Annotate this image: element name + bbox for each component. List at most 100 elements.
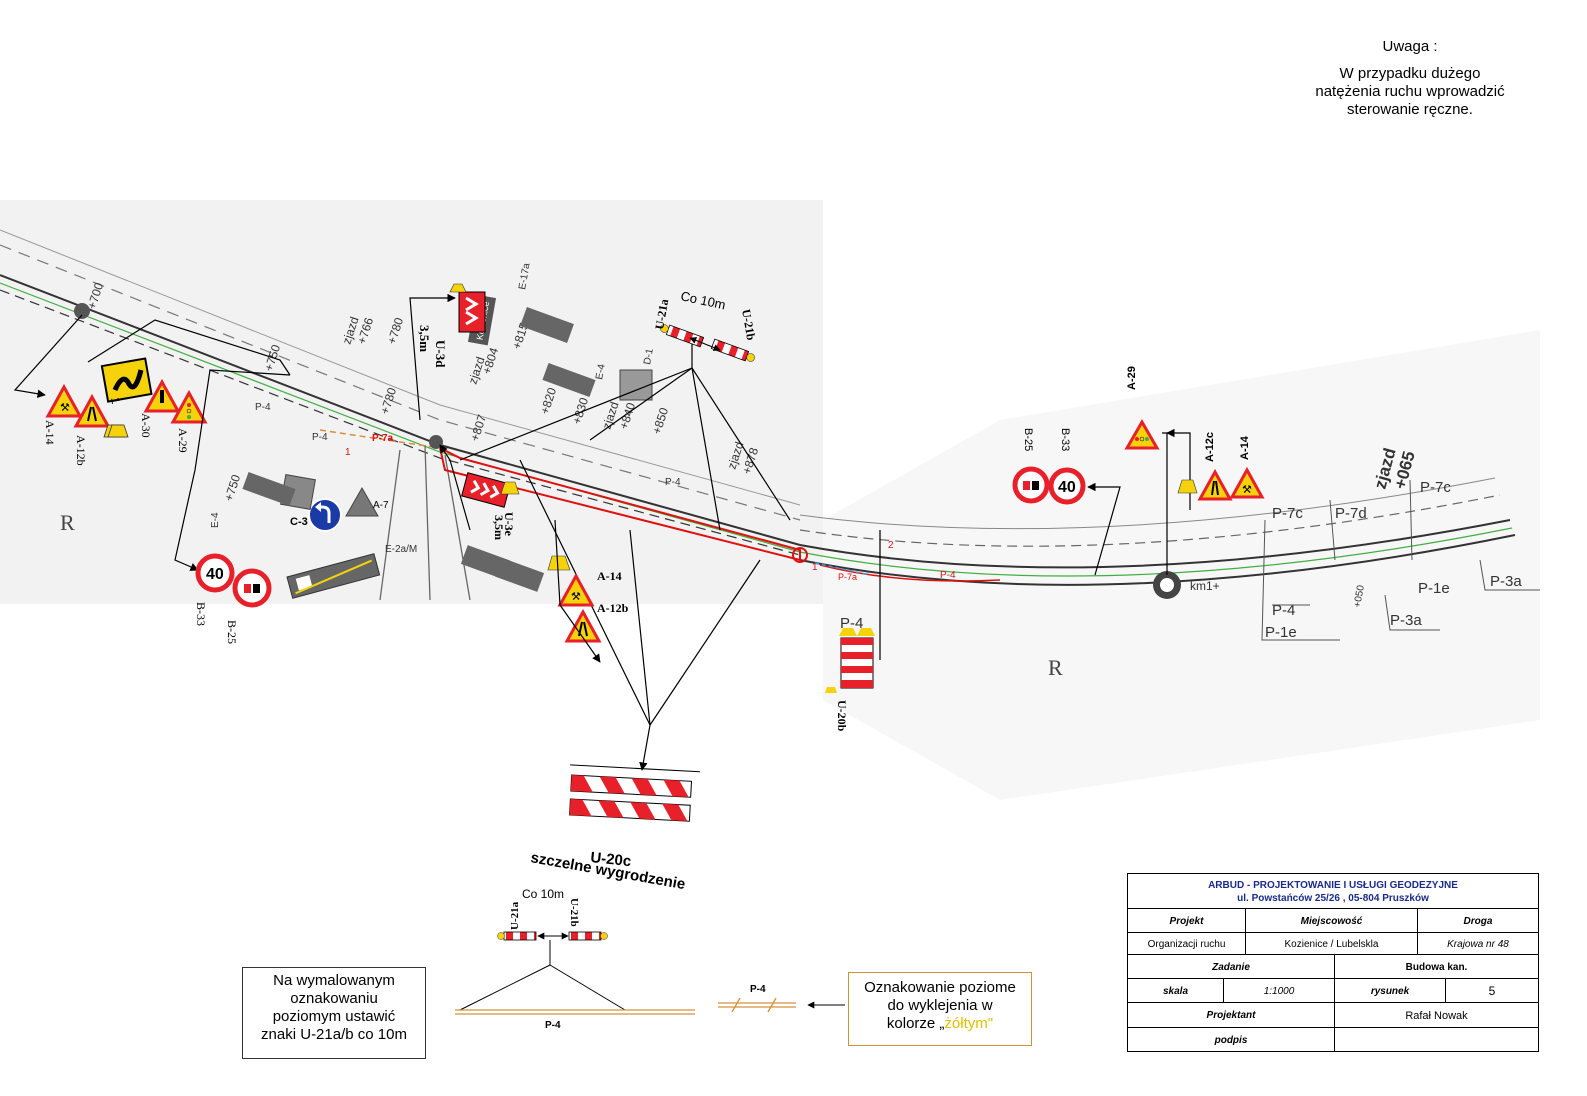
note-right-color-prefix: kolorze „ [886, 1015, 945, 1032]
lamp-u3e [500, 481, 520, 495]
label-p4-sample: P-4 [750, 984, 766, 995]
company-address: ul. Powstańców 25/26 , 05-804 Pruszków [1237, 893, 1429, 904]
road-right [799, 477, 1516, 586]
e4b-label: E-4 [594, 363, 608, 381]
label-a30: A-30 [139, 413, 153, 438]
p7c-label-2: P-7c [1420, 479, 1451, 496]
drawing-title-block: ARBUD - PROJEKTOWANIE I USŁUGI GEODEZYJN… [1127, 873, 1539, 1052]
sign-b33-right: 40 [1048, 467, 1086, 505]
sign-u3e [461, 472, 511, 508]
sign-a7 [345, 486, 379, 517]
warning-line-1: W przypadku dużego [1339, 65, 1481, 82]
svg-text:⚒: ⚒ [571, 591, 581, 603]
sign-u20c [569, 764, 701, 822]
manhole-3 [792, 547, 808, 563]
svg-text:⚒: ⚒ [60, 402, 70, 414]
p4-red-label: P-4 [940, 570, 956, 581]
sign-a14-right: ⚒ [1229, 466, 1265, 499]
grey-sign-plate-4 [520, 307, 574, 343]
marker-n1: 1 [812, 562, 818, 573]
header-rysunek: rysunek [1334, 979, 1445, 1003]
title-row-headers: Projekt Miejscowość Droga [1128, 908, 1538, 933]
label-a29: A-29 [176, 428, 190, 453]
header-zadanie: Zadanie [1212, 961, 1250, 973]
value-projekt: Organizacji ruchu [1147, 938, 1226, 950]
label-a12b: A-12b [74, 435, 88, 466]
num1-label: 1 [345, 447, 351, 458]
p4-label-right-1: P-4 [1272, 602, 1295, 619]
work-zone-outline [438, 446, 801, 562]
scan-area-right [823, 330, 1540, 800]
note-right-color-word: żółtym [944, 1015, 988, 1032]
label-c3: C-3 [290, 516, 308, 528]
sign-a29-left [143, 378, 181, 413]
value-rysunek: 5 [1445, 979, 1538, 1003]
right-marking-leaders [1261, 479, 1540, 641]
sign-c3 [308, 498, 342, 532]
grey-sign-plate-5 [542, 362, 596, 398]
p3a-label: P-3a [1390, 612, 1422, 629]
left-sign-leaders [13, 314, 291, 571]
lamp-left-2 [107, 424, 129, 438]
p4-label-left-3: P-4 [665, 477, 681, 488]
e17a-label: E-17a [517, 262, 533, 291]
p3a-label-2: P-3a [1490, 573, 1522, 590]
sign-u21b-top [710, 338, 755, 362]
company-name: ARBUD - PROJEKTOWANIE I USŁUGI GEODEZYJN… [1208, 880, 1458, 891]
leader-a12b-mid [554, 519, 601, 663]
p7a-orange-marking [319, 429, 441, 449]
warning-note: Uwaga : W przypadku dużego natężenia ruc… [1290, 38, 1530, 119]
label-u20b: U-20b [835, 700, 849, 732]
arrow-one: 1 [108, 396, 123, 405]
title-row-projektant: Projektant Rafał Nowak [1128, 1002, 1538, 1028]
header-projekt: Projekt [1169, 915, 1204, 927]
title-row-podpis: podpis [1128, 1027, 1538, 1052]
sign-a12b-mid [564, 608, 602, 643]
warning-line-3: sterowanie ręczne. [1347, 101, 1473, 118]
zone-r-left: R [60, 510, 75, 535]
sign-u21b-bottom [568, 931, 608, 941]
note-u21-placement: Na wymalowanym oznakowaniu poziomym usta… [242, 967, 426, 1059]
note-right-line-3: kolorze „żółtym" [849, 1015, 1031, 1033]
header-projektant: Projektant [1206, 1010, 1256, 1021]
p7c-label: P-7c [1272, 505, 1303, 522]
label-a7: A-7 [373, 500, 389, 511]
warning-line-2: natężenia ruchu wprowadzić [1315, 83, 1505, 100]
value-zadanie: Budowa kan. [1334, 955, 1538, 979]
u21-fan-leaders [459, 344, 791, 531]
zone-r-right: R [1048, 655, 1063, 680]
svg-text:⚒: ⚒ [1242, 484, 1252, 496]
value-projektant: Rafał Nowak [1334, 1003, 1538, 1028]
e4-label: E-4 [210, 512, 221, 528]
label-b25-right: B-25 [1022, 428, 1034, 451]
label-a14: A-14 [43, 420, 57, 445]
note-right-line-2: do wyklejenia w [887, 997, 993, 1014]
note-right-color-suffix: " [987, 1015, 994, 1032]
p4-red-marking [819, 564, 1001, 582]
p1e-label-2: P-1e [1418, 580, 1450, 597]
grey-sign-plate-2 [619, 369, 653, 401]
note-left-line-4: znaki U-21a/b co 10m [261, 1026, 407, 1043]
header-podpis: podpis [1214, 1034, 1248, 1046]
label-u21a-top: U-21a [652, 298, 671, 331]
label-u3e-dist: 3,5m [492, 515, 506, 540]
note-left-line-2: oznakowaniu [290, 990, 378, 1007]
marker-n2: 2 [888, 540, 894, 551]
header-miejscowosc: Miejscowość [1245, 909, 1417, 933]
label-a14-mid: A-14 [597, 569, 622, 583]
sign-a12b-left [73, 393, 111, 428]
header-droga: Droga [1417, 909, 1538, 933]
label-u3d-dist: 3,5m [417, 325, 432, 352]
title-row-zadanie: Zadanie Budowa kan. [1128, 954, 1538, 979]
manhole-2 [429, 435, 443, 449]
title-row-values: Organizacji ruchu Kozienice / Lubelskla … [1128, 932, 1538, 955]
sign-u3d [449, 283, 486, 333]
label-u21a-bottom: U-21a [509, 901, 521, 930]
lamp-mid [547, 555, 571, 571]
label-p4-bottom: P-4 [545, 1020, 561, 1031]
side-roads [379, 444, 471, 601]
note-left-line-3: poziomym ustawić [272, 1008, 396, 1025]
co10m-arrow-top [689, 337, 721, 351]
note-left-line-1: Na wymalowanym [273, 972, 395, 989]
p7a-orange-marking-2 [814, 562, 871, 576]
